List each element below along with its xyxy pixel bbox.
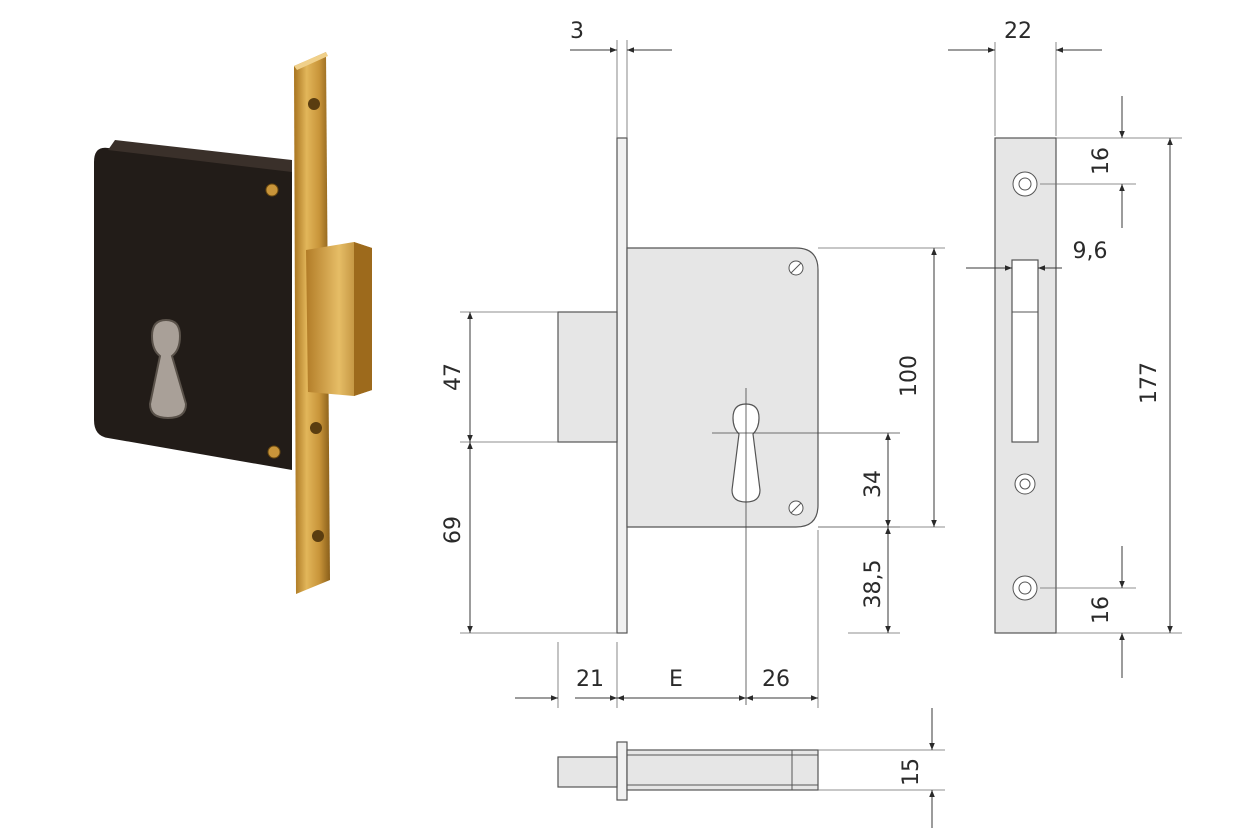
dim-label: 100 (897, 355, 922, 397)
dim-slot-width: 9,6 (966, 239, 1108, 271)
dim-label: 69 (441, 516, 466, 544)
dim-label: 9,6 (1073, 239, 1108, 264)
front-view (557, 137, 900, 705)
side-slot (1011, 259, 1039, 443)
dim-bolt-height: 47 69 (441, 311, 617, 634)
dim-label: 26 (762, 667, 790, 692)
mortise-lock-photo-icon (94, 52, 372, 594)
bottom-faceplate (616, 741, 628, 801)
dim-label: 3 (570, 19, 584, 44)
dim-faceplate-width: 22 (948, 19, 1102, 136)
dim-label: 15 (899, 758, 924, 786)
screw-icon (1012, 171, 1038, 197)
side-view (994, 137, 1057, 634)
screw-icon (267, 445, 281, 459)
dim-horizontal: 21 E 26 (515, 530, 819, 708)
dim-label: E (669, 667, 683, 692)
screw-icon (1012, 575, 1038, 601)
dim-case-depth: 15 (818, 708, 945, 828)
dim-screw-bottom: 16 (1040, 546, 1136, 678)
screw-icon (310, 422, 322, 434)
dim-label: 34 (861, 470, 886, 498)
screw-icon (312, 530, 324, 542)
lock-case (94, 147, 292, 470)
dim-label: 21 (576, 667, 604, 692)
front-faceplate (616, 137, 628, 634)
dim-label: 16 (1089, 147, 1114, 175)
bottom-bolt (557, 756, 618, 788)
dim-screw-top: 16 (1040, 96, 1136, 228)
front-case (626, 247, 819, 528)
dim-faceplate-thickness: 3 (570, 19, 672, 138)
screw-icon (1014, 473, 1036, 495)
dim-label: 38,5 (861, 560, 886, 609)
dim-overall-height: 177 (1056, 137, 1182, 634)
screw-icon (308, 98, 320, 110)
dim-label: 16 (1089, 596, 1114, 624)
dim-label: 47 (441, 363, 466, 391)
dim-label: 177 (1137, 362, 1162, 404)
screw-icon (265, 183, 279, 197)
euro-cylinder-keyhole-icon (148, 318, 188, 420)
bottom-case (626, 749, 819, 791)
front-bolt (557, 311, 618, 443)
dim-cylinder: 34 38,5 (818, 433, 900, 634)
dim-label: 22 (1004, 19, 1032, 44)
bottom-view (557, 741, 819, 801)
